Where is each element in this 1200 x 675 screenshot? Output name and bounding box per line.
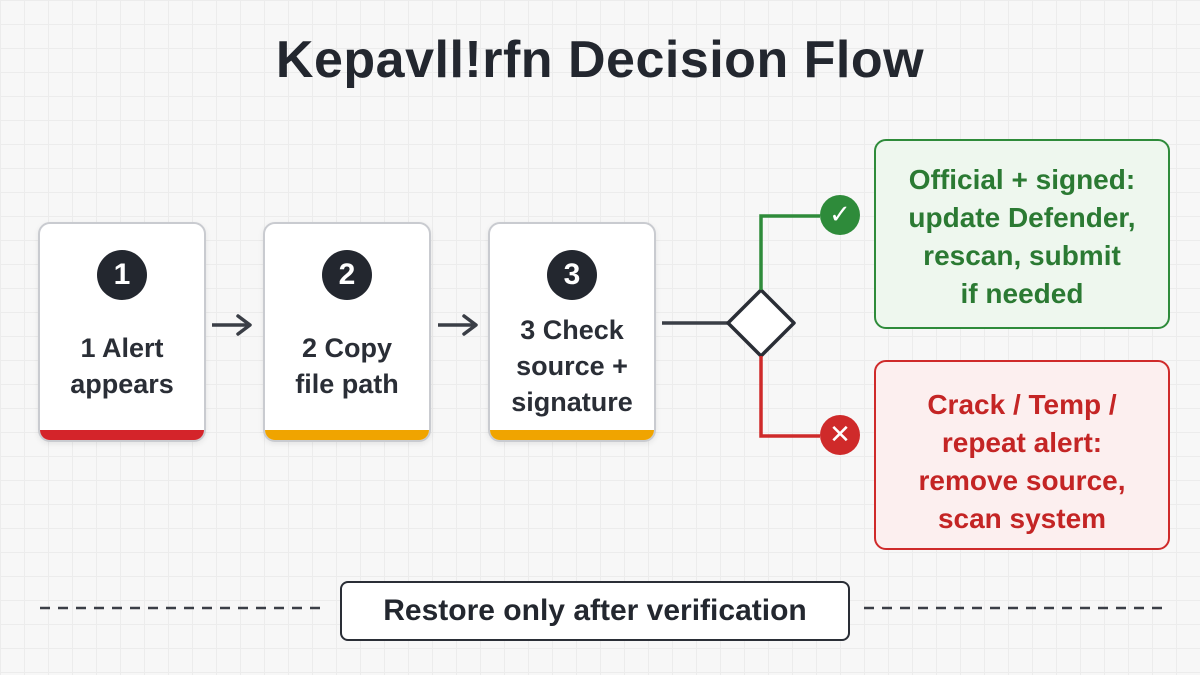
step-label-line: source + (516, 351, 628, 381)
cross-icon: ✕ (820, 415, 860, 455)
step-label-line: appears (70, 369, 174, 399)
step-card-3: 3 3 Check source + signature (488, 222, 656, 442)
page-title: Kepavll!rfn Decision Flow (275, 31, 925, 89)
arrow-right-icon (438, 314, 478, 336)
step-label-line: 1 Alert (80, 333, 164, 363)
step-label-line: signature (511, 387, 633, 417)
arrow-right-icon (212, 314, 252, 336)
outcome-ok-box: Official + signed: update Defender, resc… (874, 139, 1170, 329)
outcome-line: scan system (937, 503, 1107, 534)
outcome-bad-text: Crack / Temp / repeat alert: remove sour… (897, 386, 1147, 538)
step-card-1: 1 1 Alert appears (38, 222, 206, 442)
step-number-badge: 2 (322, 250, 372, 300)
step-label: 1 Alert appears (46, 330, 198, 402)
branch-bad-line (759, 356, 820, 438)
outcome-ok-text: Official + signed: update Defender, resc… (897, 161, 1147, 313)
step-accent-bar (490, 430, 654, 440)
outcome-line: if needed (960, 278, 1084, 309)
decision-diamond (726, 288, 796, 358)
step-accent-bar (265, 430, 429, 440)
outcome-line: Crack / Temp / (927, 389, 1117, 420)
step-card-2: 2 2 Copy file path (263, 222, 431, 442)
step-number-badge: 3 (547, 250, 597, 300)
step-number-badge: 1 (97, 250, 147, 300)
step-label-line: 2 Copy (301, 333, 393, 363)
step-accent-bar (40, 430, 204, 440)
outcome-line: repeat alert: (941, 427, 1103, 458)
branch-ok-line (759, 214, 820, 290)
outcome-line: remove source, (918, 465, 1126, 496)
outcome-bad-box: Crack / Temp / repeat alert: remove sour… (874, 360, 1170, 550)
step-label: 3 Check source + signature (496, 312, 648, 420)
outcome-line: update Defender, (908, 202, 1136, 233)
outcome-line: rescan, submit (923, 240, 1121, 271)
step-label: 2 Copy file path (271, 330, 423, 402)
restore-note: Restore only after verification (340, 581, 850, 641)
step-label-line: file path (295, 369, 399, 399)
outcome-line: Official + signed: (908, 164, 1136, 195)
check-icon: ✓ (820, 195, 860, 235)
step-label-line: 3 Check (520, 315, 624, 345)
